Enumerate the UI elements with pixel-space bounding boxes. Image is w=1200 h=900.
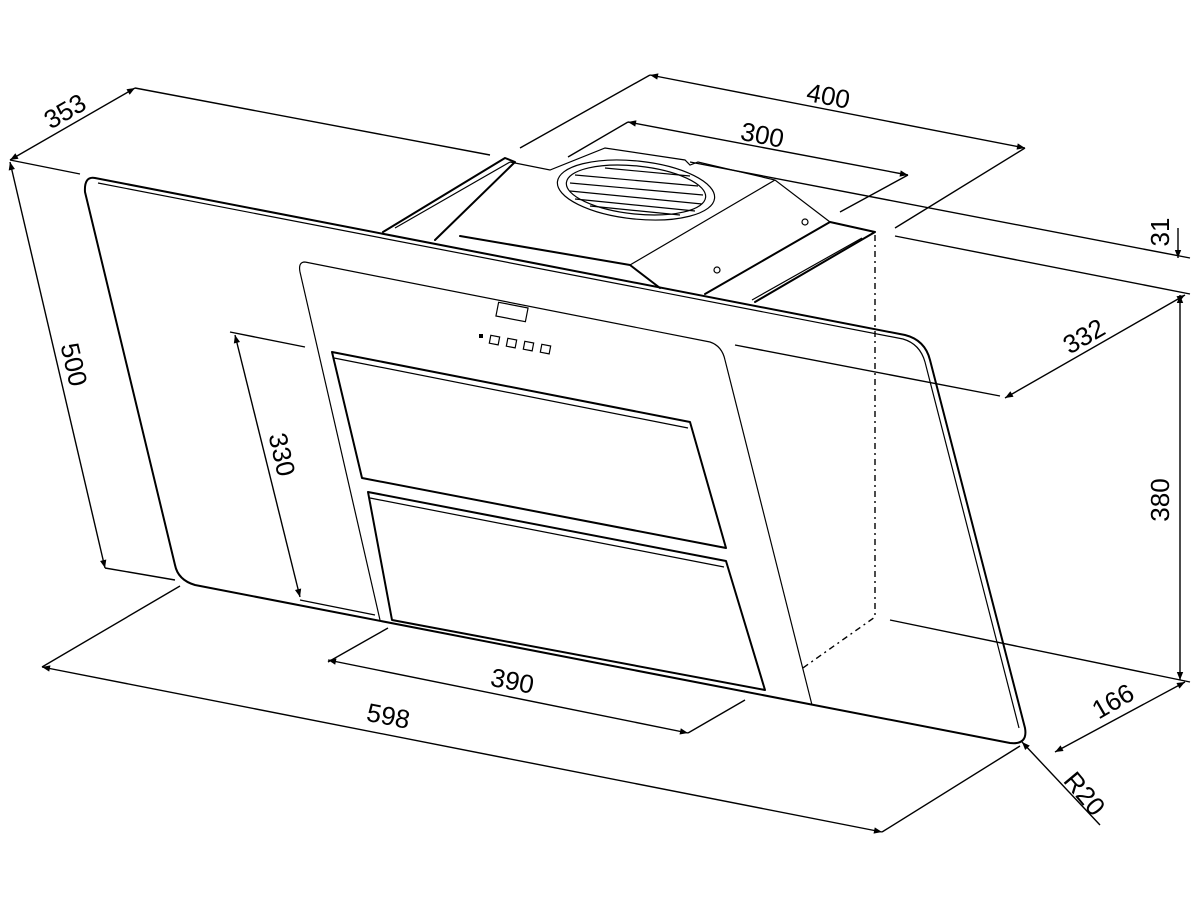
dim-380: 380 — [1145, 478, 1175, 521]
dim-31: 31 — [1145, 218, 1175, 247]
dim-300: 300 — [738, 116, 786, 154]
upper-drawer-edge — [333, 357, 689, 429]
lower-drawer-edge — [369, 497, 725, 568]
extension-lines — [9, 74, 1191, 833]
grille-bars — [569, 167, 704, 216]
dim-r20: R20 — [1058, 766, 1112, 822]
inner-panel — [298, 261, 813, 706]
glass-panel — [83, 176, 1027, 745]
dimension-lines — [8, 73, 1186, 834]
dim-332: 332 — [1058, 312, 1111, 360]
body-hidden-edges — [799, 235, 876, 671]
glass-edge — [97, 182, 1020, 729]
upper-drawer — [331, 351, 727, 549]
dim-166: 166 — [1087, 677, 1140, 725]
dim-598: 598 — [364, 697, 412, 735]
lower-drawer — [367, 491, 766, 691]
dim-400: 400 — [804, 77, 852, 115]
motor-housing — [382, 147, 876, 303]
dim-500: 500 — [55, 340, 94, 389]
control-buttons[interactable] — [479, 334, 552, 355]
air-outlet-grille — [565, 164, 707, 216]
dim-353: 353 — [39, 87, 92, 135]
display-window — [495, 301, 529, 323]
